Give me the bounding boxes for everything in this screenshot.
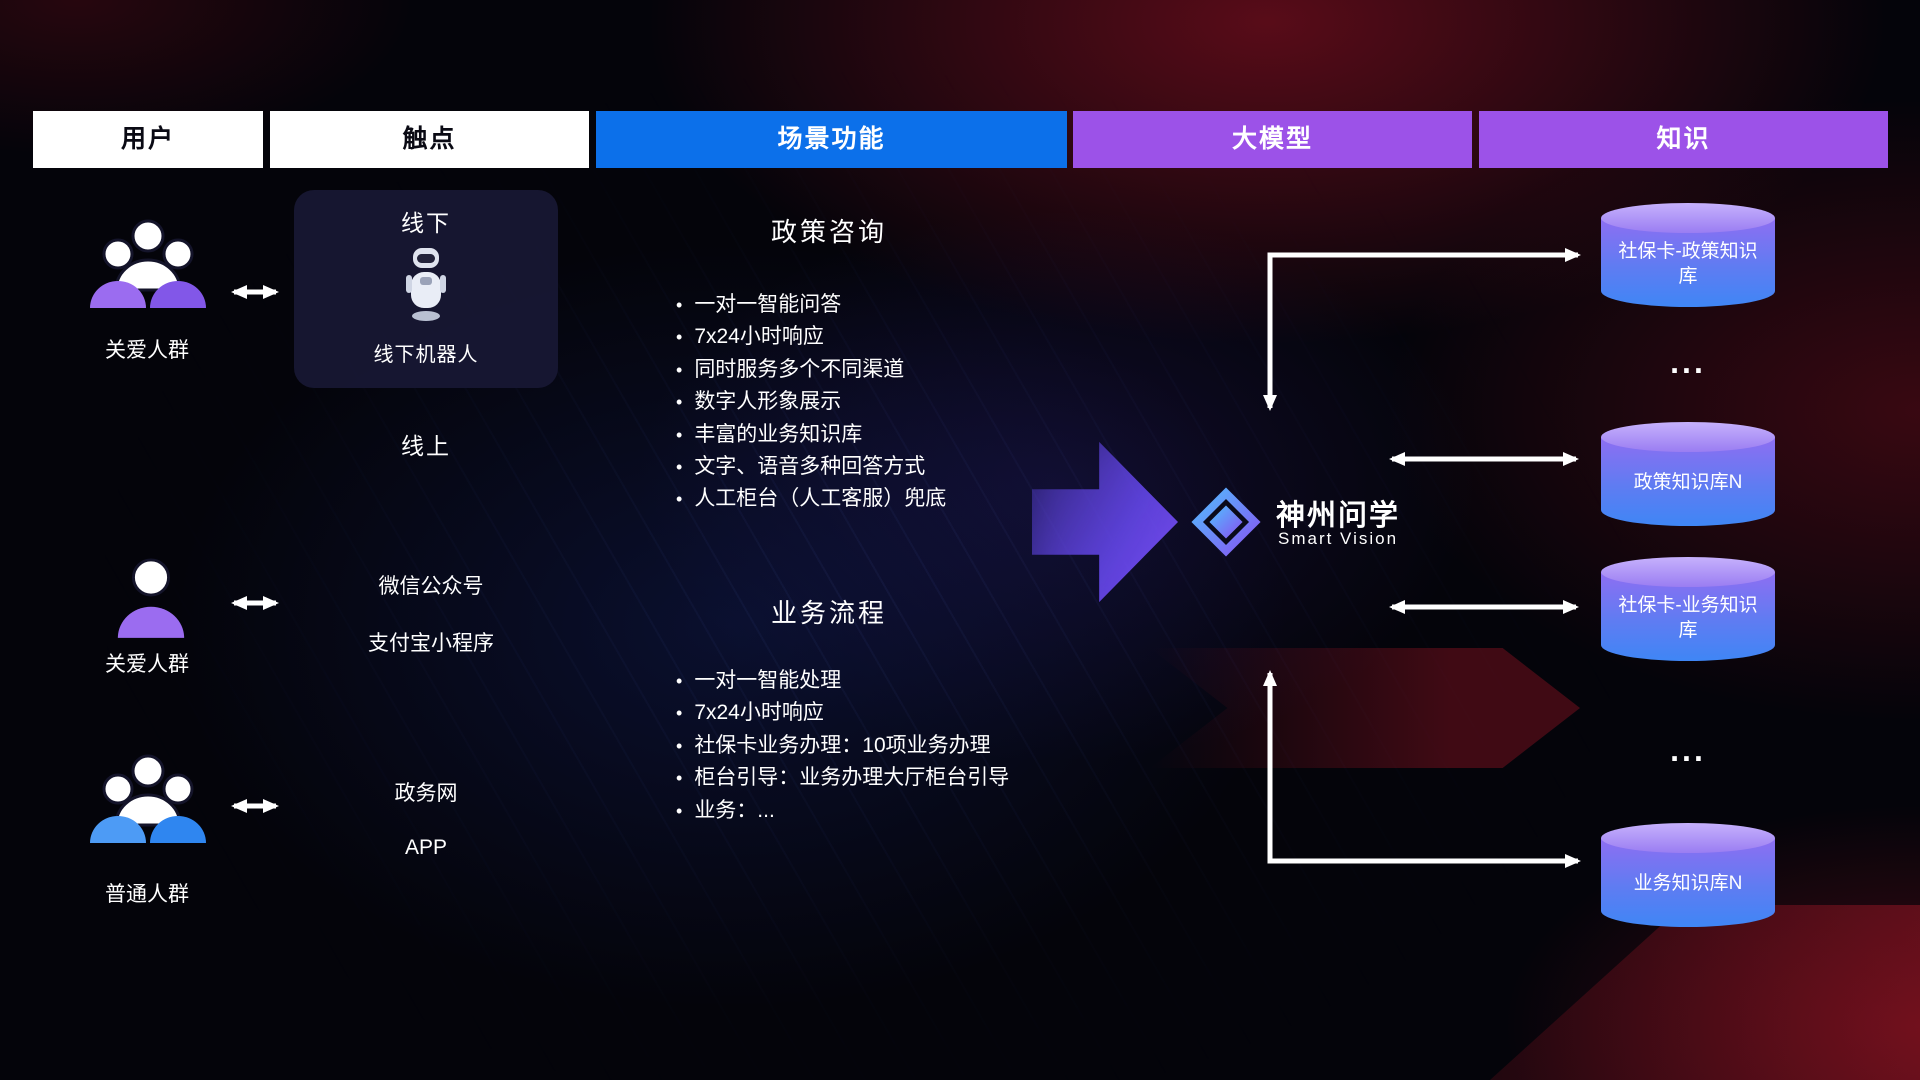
ellipsis-more-knowledge: ... [1670,732,1706,768]
bullet-icon: • [676,392,683,413]
knowledge-base-label: 业务知识库N [1633,873,1743,894]
bullet-icon: • [676,671,683,691]
touchpoint-gov: 政务网 [394,782,458,805]
scenario-policy-list: •一对一智能问答 •7x24小时响应 •同时服务多个不同渠道 •数字人形象展示 … [676,289,946,516]
knowledge-base-label: 社保卡-业务知识库 [1618,595,1758,641]
database-cylinder-top-icon [1601,203,1775,233]
list-item: • 人工柜台（人工客服）兜底 [676,483,946,515]
list-item: • 文字、语音多种回答方式 [676,451,946,483]
user-group-label: 关爱人群 [105,339,189,362]
list-item-text: 数字人形象展示 [694,390,842,414]
knowledge-base-cylinder: 业务知识库N [1601,823,1775,927]
bullet-icon: • [676,703,683,724]
list-item-text: 柜台引导：业务办理大厅柜台引导 [694,766,1010,790]
database-cylinder-top-icon [1601,557,1775,587]
list-item: • 柜台引导：业务办理大厅柜台引导 [676,762,1009,794]
list-item: • 一对一智能问答 [676,289,946,321]
column-header-scenario: 场景功能 [596,111,1067,168]
online-title: 线上 [401,433,451,459]
bullet-icon: • [676,359,683,380]
bullet-icon: • [676,424,683,445]
knowledge-base-label: 政策知识库N [1633,472,1743,493]
list-item-text: 丰富的业务知识库 [694,422,863,446]
list-item: • 7x24小时响应 [676,697,1009,729]
column-header-model: 大模型 [1073,111,1472,168]
list-item-text: 一对一智能问答 [694,293,842,316]
bullet-icon: • [676,457,683,478]
knowledge-base-label: 社保卡-政策知识库 [1618,241,1758,287]
brand-subtitle: Smart Vision [1278,529,1399,548]
list-item-text: 一对一智能处理 [694,669,842,692]
list-item-text: 7x24小时响应 [694,325,824,349]
list-item-text: 社保卡业务办理：10项业务办理 [694,733,991,757]
offline-title: 线下 [401,210,451,236]
list-item-text: 业务：... [694,798,775,822]
database-cylinder-top-icon [1601,823,1775,853]
bullet-icon: • [676,327,683,348]
offline-touchpoint-card: 线下 线下机器人 [294,190,558,388]
bullet-icon: • [676,295,683,315]
database-cylinder-top-icon [1601,422,1775,452]
list-item: • 同时服务多个不同渠道 [676,354,946,386]
user-single-purple-icon [117,558,185,638]
touchpoint-wechat: 微信公众号 [378,575,484,598]
ellipsis-more-knowledge: ... [1670,344,1706,380]
user-group-purple-icon [90,219,206,308]
diamond-logo-icon [1191,487,1261,557]
user-group-label: 关爱人群 [105,653,189,676]
bullet-icon: • [676,735,683,756]
knowledge-base-cylinder: 政策知识库N [1601,422,1775,526]
bullet-icon: • [676,489,683,510]
list-item: • 7x24小时响应 [676,321,946,353]
list-item: • 业务：... [676,795,1009,827]
bullet-icon: • [676,800,683,821]
list-item-text: 同时服务多个不同渠道 [694,357,905,381]
list-item: • 一对一智能处理 [676,665,1009,697]
offline-robot-label: 线下机器人 [373,344,479,366]
scenario-business-list: • 一对一智能处理 • 7x24小时响应 • 社保卡业务办理：10项业务办理 • 柜台引… [676,665,1009,827]
knowledge-base-cylinder: 社保卡-业务知识库 [1601,557,1775,661]
column-header-knowledge: 知识 [1479,111,1888,168]
scenario-title-policy: 政策咨询 [770,217,887,247]
robot-icon [406,248,446,321]
list-item: • 丰富的业务知识库 [676,419,946,451]
list-item: • 社保卡业务办理：10项业务办理 [676,730,1009,762]
column-header-user: 用户 [33,111,263,168]
scenario-title-business: 业务流程 [770,598,887,628]
column-header-touchpoint: 触点 [270,111,589,168]
list-item-text: 文字、语音多种回答方式 [694,455,926,479]
brand-name: 神州问学 [1276,500,1401,532]
user-group-label: 普通人群 [105,883,189,906]
bullet-icon: • [676,768,683,789]
touchpoint-alipay: 支付宝小程序 [368,632,494,655]
list-item-text: 7x24小时响应 [694,701,824,725]
knowledge-base-cylinder: 社保卡-政策知识库 [1601,203,1775,307]
list-item-text: 人工柜台（人工客服）兜底 [694,487,947,511]
user-group-blue-icon [90,754,206,843]
list-item: • 数字人形象展示 [676,386,946,418]
touchpoint-app: APP [404,836,448,859]
